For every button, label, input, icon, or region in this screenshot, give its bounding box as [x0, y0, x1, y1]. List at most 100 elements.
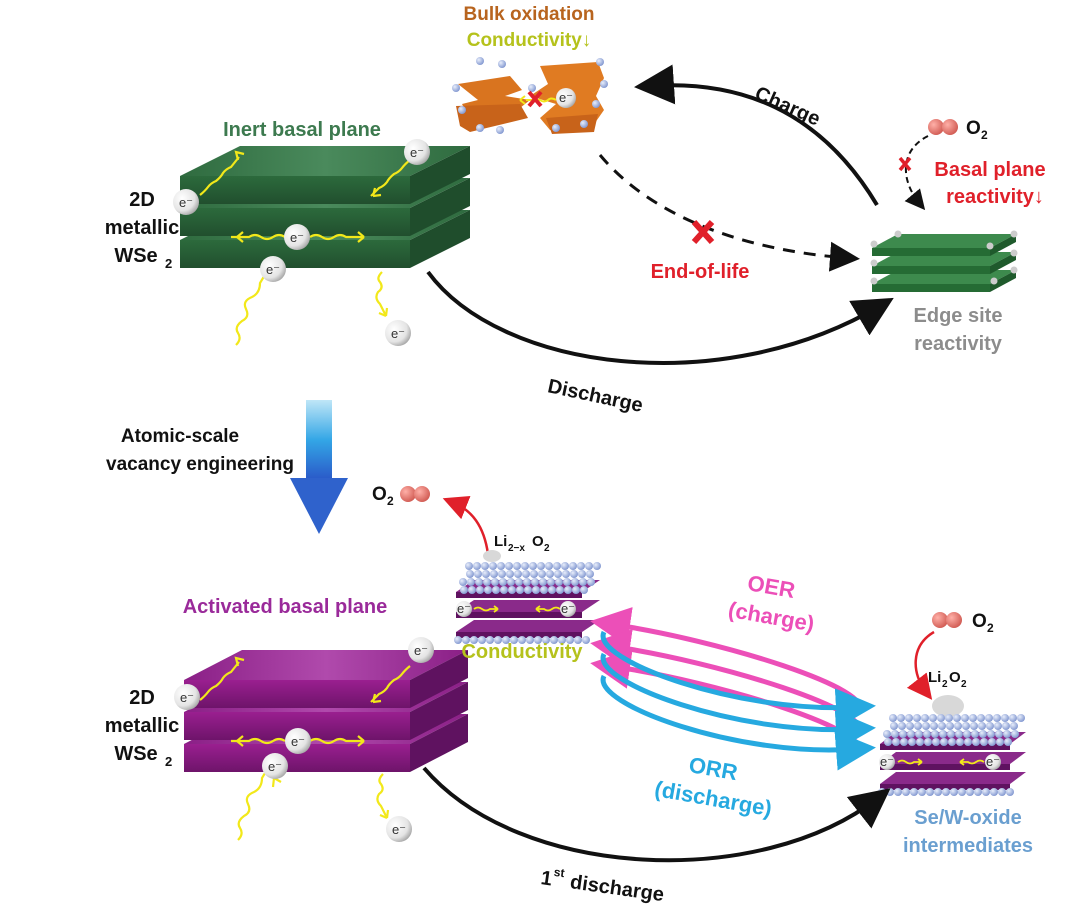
adsorbate-dot [489, 562, 497, 570]
adsorbate-dot [579, 578, 587, 586]
svg-text:vacancy engineering: vacancy engineering [106, 454, 294, 475]
svg-text:e⁻: e⁻ [180, 690, 194, 705]
adsorbate-dot [524, 586, 532, 594]
adsorbate-dot [539, 578, 547, 586]
adsorbate-dot [497, 562, 505, 570]
adsorbate-dot [491, 578, 499, 586]
adsorbate-dot [955, 730, 963, 738]
discharged-stack: e⁻ e⁻ [878, 695, 1026, 796]
basal-plane-reactivity-label: Basal plane reactivity↓ [934, 159, 1045, 208]
adsorbate-dot [966, 788, 974, 796]
adsorbate-dot [961, 714, 969, 722]
o2-release-arrow [442, 495, 490, 555]
adsorbate-dot [889, 714, 897, 722]
svg-text:intermediates: intermediates [903, 835, 1033, 857]
adsorbate-dot [515, 578, 523, 586]
adsorbate-dot [921, 714, 929, 722]
blocked-x-icon [898, 156, 912, 172]
adsorbate-dot [538, 570, 546, 578]
svg-text:(charge): (charge) [726, 597, 816, 637]
charge-label: Charge [751, 82, 823, 130]
electron: e⁻ [284, 224, 310, 250]
blocked-o2-path [904, 135, 929, 211]
adsorbate-dot [942, 788, 950, 796]
adsorbate-dot [545, 562, 553, 570]
svg-text:2: 2 [165, 754, 172, 769]
orr-loop [600, 652, 876, 751]
adsorbate-dot [569, 562, 577, 570]
adsorbate-dot [499, 578, 507, 586]
conductivity-decrease-label: Conductivity↓ [467, 30, 592, 51]
svg-text:Edge site: Edge site [914, 305, 1003, 327]
adsorbate-dot [571, 578, 579, 586]
adsorbate-dot [934, 788, 942, 796]
adsorbate-dot [884, 738, 892, 746]
svg-text:2: 2 [387, 494, 394, 508]
activated-basal-plane-label: Activated basal plane [183, 596, 388, 618]
svg-text:e⁻: e⁻ [986, 754, 1000, 769]
adsorbate-dot [996, 738, 1004, 746]
adsorbate-dot [954, 722, 962, 730]
adsorbate-dot [468, 586, 476, 594]
adsorbate-dot [530, 570, 538, 578]
end-of-life-dashed-arrow [598, 154, 860, 272]
adsorbate-dot [582, 636, 590, 644]
svg-text:reactivity: reactivity [914, 333, 1003, 355]
adsorbate-dot [508, 586, 516, 594]
blocked-x-icon [527, 90, 543, 108]
bottom-material-label: 2D metallic WSe 2 [105, 687, 179, 769]
adsorbate-dot [905, 714, 913, 722]
adsorbate-dot [572, 586, 580, 594]
svg-text:O: O [972, 611, 987, 632]
svg-text:e⁻: e⁻ [410, 145, 424, 160]
adsorbate-dot [465, 562, 473, 570]
adsorbate-dot [923, 730, 931, 738]
first-discharge-label: 1 st discharge [539, 865, 665, 906]
adsorbate-dot [574, 636, 582, 644]
oer-label: OER (charge) [726, 570, 816, 636]
adsorbate-dot [998, 788, 1006, 796]
adsorbate-dot [914, 722, 922, 730]
discharge-label: Discharge [546, 375, 645, 417]
adsorbate-dot [561, 562, 569, 570]
adsorbate-dot [913, 714, 921, 722]
adsorbate-dot [475, 578, 483, 586]
adsorbate-dot [529, 562, 537, 570]
adsorbate-dot [985, 714, 993, 722]
adsorbate-dot [974, 788, 982, 796]
adsorbate-dot [534, 636, 542, 644]
adsorbate-dot [1009, 714, 1017, 722]
adsorbate-dot [531, 578, 539, 586]
adsorbate-dot [540, 586, 548, 594]
activated-wse2-stack [184, 650, 468, 772]
adsorbate-dot [585, 562, 593, 570]
adsorbate-dot [939, 730, 947, 738]
adsorbate-dot [547, 578, 555, 586]
o2-molecule-released: O 2 [372, 484, 430, 508]
adsorbate-dot [580, 586, 588, 594]
layer-top [180, 146, 470, 204]
electron: e⁻ [404, 139, 430, 165]
orr-loop [600, 674, 876, 771]
electron: e⁻ [985, 754, 1001, 770]
se-w-oxide-intermediates-label: Se/W-oxide intermediates [903, 807, 1033, 857]
adsorbate-dot [548, 586, 556, 594]
svg-text:e⁻: e⁻ [391, 326, 405, 341]
adsorbate-dot [972, 738, 980, 746]
svg-text:2: 2 [987, 621, 994, 635]
li2o2-label: Li 2 O 2 [928, 669, 967, 690]
o2-adsorption-arrow [906, 630, 935, 700]
edge-site-reactivity-label: Edge site reactivity [914, 305, 1003, 355]
adsorbate-dot [483, 578, 491, 586]
adsorbate-dot [978, 722, 986, 730]
adsorbate-dot [987, 730, 995, 738]
adsorbate-dot [970, 722, 978, 730]
adsorbate-dot [507, 578, 515, 586]
svg-text:WSe: WSe [114, 245, 157, 267]
adsorbate-dot [546, 570, 554, 578]
adsorbate-dot [964, 738, 972, 746]
adsorbate-dot [550, 636, 558, 644]
adsorbate-dot [908, 738, 916, 746]
adsorbate-dot [563, 578, 571, 586]
adsorbate-dot [518, 636, 526, 644]
